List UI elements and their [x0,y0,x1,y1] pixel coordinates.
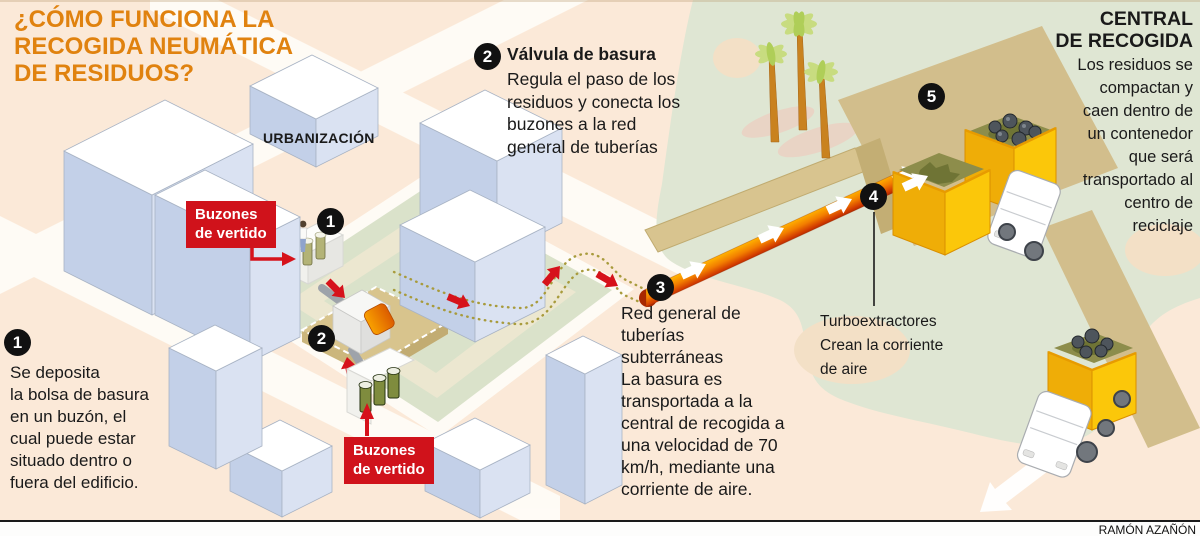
building [168,324,263,470]
container-front [892,153,991,256]
building [249,54,379,168]
truck-cab-rear [987,169,1061,261]
author-credit: RAMÓN AZAÑÓN [1098,523,1196,536]
buildings [63,54,623,519]
step-3-text: Red general de tuberías subterráneas La … [621,303,785,499]
step-1-text: Se deposita la bolsa de basura en un buz… [10,363,149,492]
step-4-text: Turboextractores Crean la corriente de a… [820,313,944,378]
waste-valve [318,275,395,383]
building [545,335,623,505]
step-2-marker-illustration: 2 [308,325,335,352]
top-rule [0,0,1200,2]
area-label-urbanizacion: URBANIZACIÓN [263,130,375,146]
palm-tree [755,42,787,143]
bin-label-bottom: Buzones de vertido [344,437,434,484]
step-1-marker: 1 [4,329,31,356]
step-2-heading: Válvula de basura [507,44,656,64]
truck-departing [1016,328,1137,478]
footer-strip [0,522,1200,536]
person-figure [298,220,308,252]
step-5-marker-illustration: 5 [918,83,945,110]
bottom-rule [0,520,1200,522]
step-1-marker-illustration: 1 [317,208,344,235]
palm-tree [804,60,838,159]
sand-patches [713,38,1200,384]
bin-label-bottom-connector [360,403,374,436]
palm-tree [781,11,817,131]
building [424,417,531,519]
bin-label-top: Buzones de vertido [186,201,276,248]
step-3-marker-illustration: 3 [647,274,674,301]
step-2-text: Regula el paso de los residuos y conecta… [507,69,681,157]
step-4-marker-illustration: 4 [860,183,887,210]
bin-label-top-connector [250,246,296,266]
palm-trees [755,11,838,159]
step-5-text: Los residuos se compactan y caen dentro … [1077,56,1193,235]
page-title: ¿CÓMO FUNCIONA LA RECOGIDA NEUMÁTICA DE … [14,6,294,87]
step-5-heading: CENTRAL DE RECOGIDA [1055,8,1193,52]
step-2-marker: 2 [474,43,501,70]
